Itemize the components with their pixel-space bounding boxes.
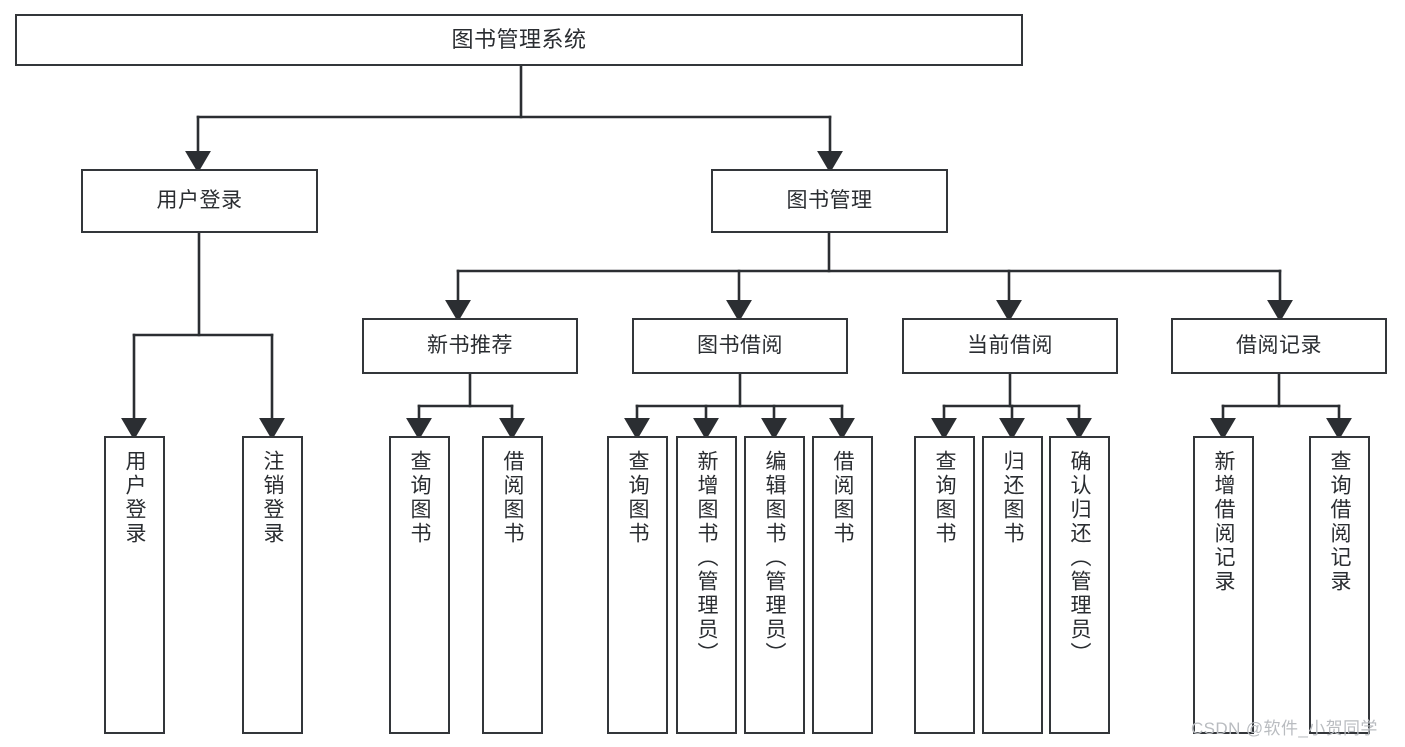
leaf-user-login-login[interactable]: 用户登录 (104, 436, 165, 734)
node-label: 新增借阅记录 (1212, 450, 1235, 594)
leaf-current-query-book[interactable]: 查询图书 (914, 436, 975, 734)
node-borrow-record[interactable]: 借阅记录 (1171, 318, 1387, 374)
node-book-borrow[interactable]: 图书借阅 (632, 318, 848, 374)
node-user-login[interactable]: 用户登录 (81, 169, 318, 233)
node-root-system[interactable]: 图书管理系统 (15, 14, 1023, 66)
leaf-borrow-query-book[interactable]: 查询图书 (607, 436, 668, 734)
node-label: 注销登录 (261, 450, 284, 546)
leaf-borrow-add-book-admin[interactable]: 新增图书（管理员） (676, 436, 737, 734)
node-label: 图书管理系统 (451, 27, 587, 53)
node-label: 当前借阅 (967, 333, 1053, 357)
node-label: 借阅图书 (831, 450, 854, 546)
leaf-record-query-record[interactable]: 查询借阅记录 (1309, 436, 1370, 734)
leaf-current-return-book[interactable]: 归还图书 (982, 436, 1043, 734)
node-new-book-recommend[interactable]: 新书推荐 (362, 318, 578, 374)
leaf-borrow-edit-book-admin[interactable]: 编辑图书（管理员） (744, 436, 805, 734)
leaf-recommend-borrow-book[interactable]: 借阅图书 (482, 436, 543, 734)
leaf-current-confirm-return-admin[interactable]: 确认归还（管理员） (1049, 436, 1110, 734)
node-label: 编辑图书（管理员） (763, 450, 786, 666)
leaf-record-add-record[interactable]: 新增借阅记录 (1193, 436, 1254, 734)
node-label: 查询图书 (626, 450, 649, 546)
node-label: 新增图书（管理员） (695, 450, 718, 666)
node-label: 图书借阅 (697, 333, 783, 357)
node-label: 借阅图书 (501, 450, 524, 546)
node-label: 查询借阅记录 (1328, 450, 1351, 594)
csdn-watermark: CSDN @软件_小贺同学 (1191, 719, 1378, 738)
leaf-borrow-borrow-book[interactable]: 借阅图书 (812, 436, 873, 734)
node-label: 借阅记录 (1236, 333, 1322, 357)
node-label: 用户登录 (123, 450, 146, 546)
node-label: 查询图书 (408, 450, 431, 546)
leaf-recommend-query-book[interactable]: 查询图书 (389, 436, 450, 734)
node-current-borrow[interactable]: 当前借阅 (902, 318, 1118, 374)
node-label: 归还图书 (1001, 450, 1024, 546)
node-label: 确认归还（管理员） (1068, 450, 1091, 666)
node-label: 查询图书 (933, 450, 956, 546)
node-book-management[interactable]: 图书管理 (711, 169, 948, 233)
leaf-user-login-logout[interactable]: 注销登录 (242, 436, 303, 734)
node-label: 新书推荐 (427, 333, 513, 357)
node-label: 用户登录 (156, 188, 243, 212)
node-label: 图书管理 (786, 188, 873, 212)
